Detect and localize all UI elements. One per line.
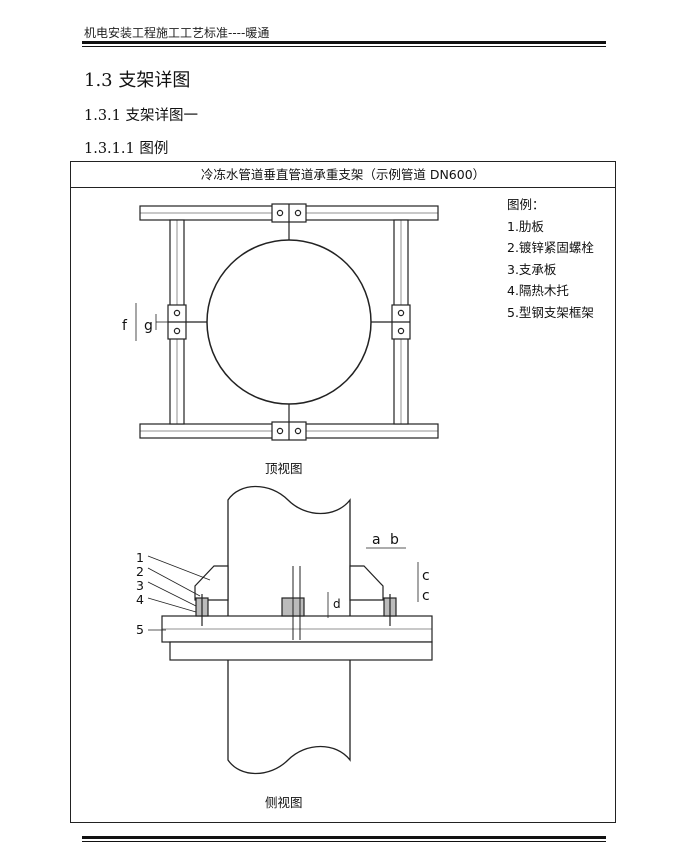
figure-title: 冷冻水管道垂直管道承重支架（示例管道 DN600） — [71, 162, 615, 188]
callout-4: 4 — [136, 592, 144, 607]
dim-label-f: f — [122, 318, 128, 334]
dim-label-c: c — [422, 588, 430, 604]
dim-label-g: g — [144, 318, 153, 334]
callout-2: 2 — [136, 564, 144, 579]
callout-1: 1 — [136, 550, 144, 565]
legend-item: 1.肋板 — [507, 218, 544, 234]
top-view-caption: 顶视图 — [265, 461, 303, 476]
running-header: 机电安装工程施工工艺标准----暖通 — [84, 26, 270, 40]
side-view-caption: 侧视图 — [265, 795, 303, 810]
legend-item: 3.支承板 — [507, 261, 557, 277]
section-heading-2: 1.3.1 支架详图一 — [84, 108, 199, 124]
figure-legend: 图例： 1.肋板 2.镀锌紧固螺栓 3.支承板 4.隔热木托 5.型钢支架框架 — [507, 194, 594, 323]
footer-rule-thin — [82, 841, 606, 842]
legend-item: 5.型钢支架框架 — [507, 304, 594, 320]
section-heading-3: 1.3.1.1 图例 — [84, 141, 169, 157]
figure-frame: 冷冻水管道垂直管道承重支架（示例管道 DN600） 图例： 1.肋板 2.镀锌紧… — [70, 161, 616, 823]
dim-label-c: c — [422, 568, 430, 584]
header-rule-thin — [82, 46, 606, 47]
side-view-drawing — [147, 486, 433, 774]
callout-5: 5 — [136, 622, 144, 637]
top-view-drawing — [135, 203, 439, 441]
legend-title: 图例： — [507, 197, 545, 212]
dim-label-d: d — [333, 597, 341, 611]
dim-label-a: a — [372, 532, 381, 548]
legend-item: 2.镀锌紧固螺栓 — [507, 240, 594, 255]
callout-3: 3 — [136, 578, 144, 593]
legend-item: 4.隔热木托 — [507, 283, 569, 298]
header-rule-thick — [82, 41, 606, 44]
footer-rule-thick — [82, 836, 606, 839]
section-heading-1: 1.3 支架详图 — [84, 70, 191, 91]
dim-label-b: b — [390, 532, 399, 548]
